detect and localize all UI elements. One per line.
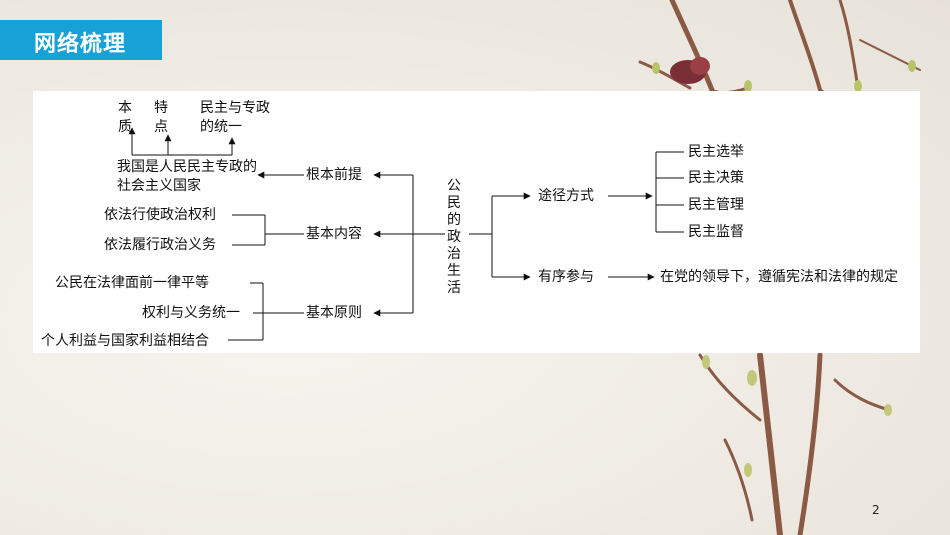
section-title-bar xyxy=(0,20,162,60)
ways-item: 民主监督 xyxy=(688,224,744,240)
orderly-node-label: 有序参与 xyxy=(538,269,594,285)
content-item: 依法行使政治权利 xyxy=(104,207,216,223)
feature-value: 民主与专政的统一 xyxy=(200,100,270,135)
basis-node-label: 根本前提 xyxy=(306,167,362,183)
ways-item: 民主决策 xyxy=(688,170,744,186)
ways-node-label: 途径方式 xyxy=(538,188,594,204)
basis-detail: 我国是人民民主专政的社会主义国家 xyxy=(117,159,257,194)
principle-item: 公民在法律面前一律平等 xyxy=(55,275,209,291)
principle-item: 权利与义务统一 xyxy=(142,305,240,321)
center-node-label: 公民的政治生活 xyxy=(447,178,461,296)
principle-item: 个人利益与国家利益相结合 xyxy=(41,333,209,349)
content-node-label: 基本内容 xyxy=(306,226,362,242)
mind-map-panel xyxy=(33,91,920,353)
orderly-detail: 在党的领导下，遵循宪法和法律的规定 xyxy=(660,269,898,285)
principle-node-label: 基本原则 xyxy=(306,305,362,321)
nature-label: 本质 xyxy=(118,100,132,135)
content-item: 依法履行政治义务 xyxy=(104,237,216,253)
ways-item: 民主选举 xyxy=(688,144,744,160)
page-number: 2 xyxy=(872,503,880,517)
ways-item: 民主管理 xyxy=(688,197,744,213)
section-title: 网络梳理 xyxy=(34,32,127,57)
feature-label: 特点 xyxy=(154,100,168,135)
